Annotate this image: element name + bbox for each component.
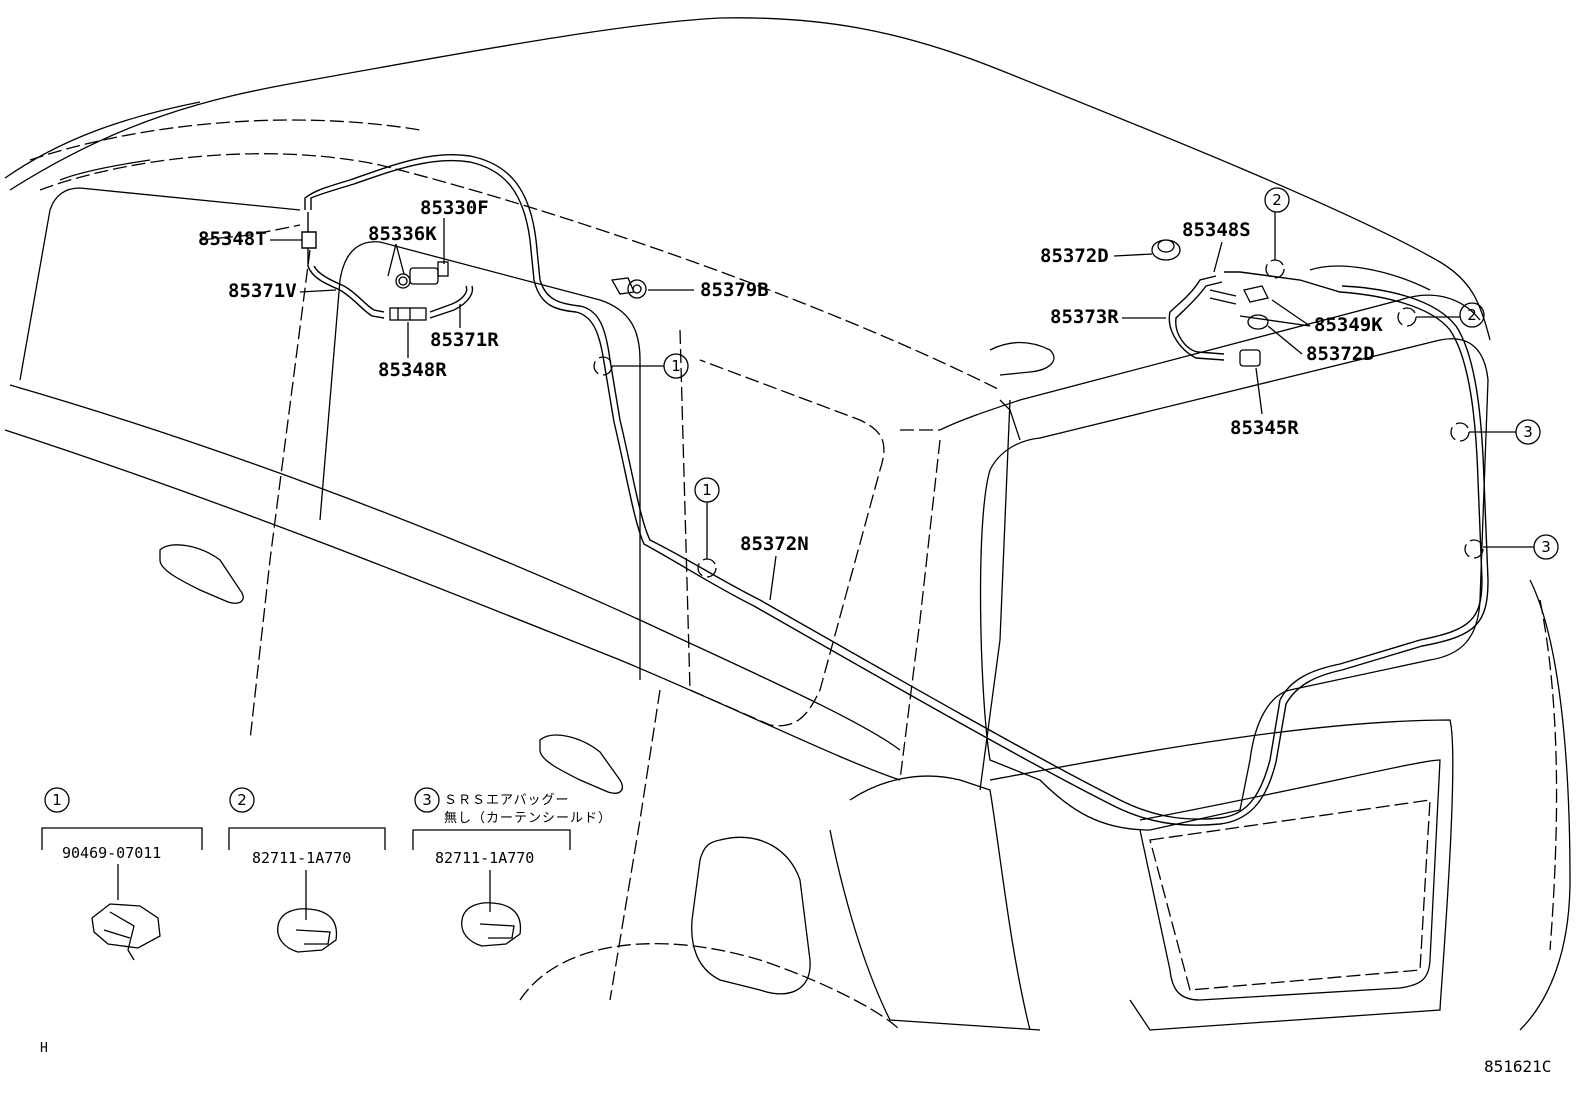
legend-clip-2: 2 82711-1A770 <box>228 787 386 953</box>
clamp-markers <box>593 259 1484 578</box>
hose-joint-icon <box>389 307 427 321</box>
corner-mark: H <box>40 1041 48 1056</box>
part-symbols <box>389 239 1269 367</box>
legend-note-srs-line1: ＳＲＳエアバッグー <box>444 793 569 808</box>
vehicle-body-outline <box>4 17 1571 1031</box>
callout-3-upper <box>1515 419 1541 445</box>
svg-text:1: 1 <box>671 357 681 375</box>
svg-text:3: 3 <box>1523 423 1533 441</box>
label-85330F: 85330F <box>420 197 489 219</box>
legend-clip-3: 3 ＳＲＳエアバッグー 無し（カーテンシールド） 82711-1A770 <box>412 787 612 947</box>
label-85348S: 85348S <box>1182 219 1251 241</box>
label-85372D-side: 85372D <box>1306 343 1375 365</box>
label-85379B: 85379B <box>700 279 769 301</box>
callout-2-top <box>1264 187 1290 213</box>
svg-text:1: 1 <box>52 791 62 809</box>
label-85373R: 85373R <box>1050 306 1119 328</box>
clip-legend: 1 90469-07011 2 82711-1A770 3 ＳＲＳエアバッグー … <box>41 787 612 961</box>
callout-1-mid <box>694 477 720 503</box>
legend-part-82711-1A770-a: 82711-1A770 <box>252 849 351 867</box>
rear-nozzle-icon <box>1239 285 1269 367</box>
label-85371V: 85371V <box>228 280 297 302</box>
label-85372N: 85372N <box>740 533 809 555</box>
label-85348R: 85348R <box>378 359 447 381</box>
legend-clip-1: 1 90469-07011 <box>41 787 203 961</box>
label-85348T: 85348T <box>198 228 267 250</box>
svg-text:3: 3 <box>1541 538 1551 556</box>
nozzle-grommet-icon <box>1151 239 1181 261</box>
svg-text:3: 3 <box>422 791 432 809</box>
callouts: 1 1 2 2 3 3 <box>612 187 1559 560</box>
callout-1-top <box>663 353 689 379</box>
label-85345R: 85345R <box>1230 417 1299 439</box>
legend-note-srs-line2: 無し（カーテンシールド） <box>444 811 612 826</box>
callout-2-right <box>1459 302 1485 328</box>
svg-text:1: 1 <box>702 481 712 499</box>
label-85336K: 85336K <box>368 223 437 245</box>
svg-text:2: 2 <box>237 791 247 809</box>
callout-3-lower <box>1533 534 1559 560</box>
legend-part-90469-07011: 90469-07011 <box>62 844 161 862</box>
part-labels: 85330F 85348T 85336K 85371V 85371R 85348… <box>198 197 1383 601</box>
washer-hose-route <box>301 154 1489 826</box>
grommet-icon <box>610 277 647 299</box>
washer-pump-icon <box>395 261 449 289</box>
svg-text:2: 2 <box>1272 191 1282 209</box>
label-85349K: 85349K <box>1314 314 1383 336</box>
diagram-code: 851621C <box>1484 1057 1551 1076</box>
label-85372D-top: 85372D <box>1040 245 1109 267</box>
legend-part-82711-1A770-b: 82711-1A770 <box>435 849 534 867</box>
label-85371R: 85371R <box>430 329 499 351</box>
svg-text:2: 2 <box>1467 306 1477 324</box>
